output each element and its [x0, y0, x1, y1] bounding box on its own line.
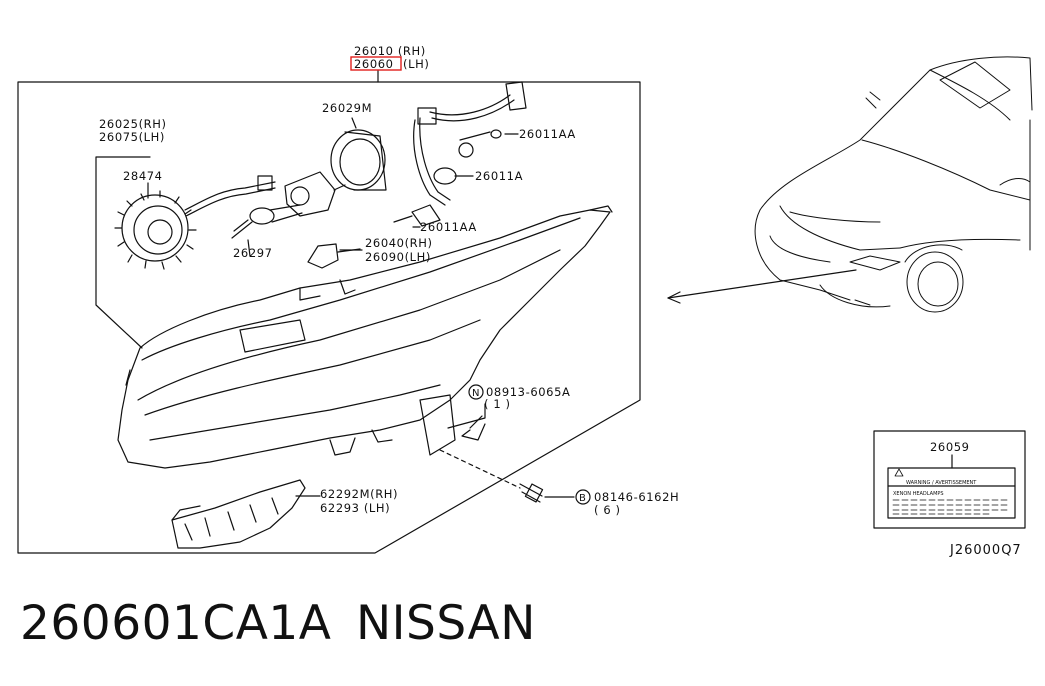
location-arrow	[667, 269, 857, 299]
wiring-harness	[393, 81, 527, 227]
bolt-marker-letter: B	[579, 493, 586, 504]
nut-marker	[468, 384, 484, 400]
callout-bolt-qty: ( 6 )	[594, 503, 621, 517]
callout-harness-lh[interactable]: 26075(LH)	[99, 130, 165, 144]
callout-bolt[interactable]: 08146-6162H	[594, 490, 679, 504]
callout-assembly-lh-suffix: (LH)	[403, 57, 429, 71]
headlamp-housing	[117, 205, 613, 469]
callout-actuator[interactable]: 28474	[123, 169, 163, 183]
parts-diagram: 26010 (RH) 26060 (LH) 26025(RH) 26075(LH…	[17, 44, 1033, 554]
callout-side-socket-rh[interactable]: 26040(RH)	[365, 236, 433, 250]
main-bulb-part	[231, 204, 303, 257]
callout-nut[interactable]: 08913-6065A	[486, 385, 570, 399]
callout-nut-qty: ( 1 )	[484, 397, 511, 411]
bracket-part	[171, 479, 306, 549]
harness-leader	[95, 156, 151, 349]
bulb-socket-part	[284, 171, 346, 217]
part-number: 260601CA1A	[20, 596, 332, 651]
bolt-marker	[575, 489, 591, 505]
bolt-part	[519, 483, 544, 503]
callout-bulb-main[interactable]: 26297	[233, 246, 273, 260]
warning-label-line1: WARNING / AVERTISSEMENT	[906, 480, 977, 486]
side-socket-part	[307, 243, 361, 269]
assembly-frame	[17, 81, 641, 554]
callout-harness-rh[interactable]: 26025(RH)	[99, 117, 167, 131]
callout-bulb-socket[interactable]: 26011A	[475, 169, 523, 183]
highlight-box	[350, 56, 402, 71]
callout-side-socket-lh[interactable]: 26090(LH)	[365, 250, 431, 264]
callout-socket-cap[interactable]: 26029M	[322, 101, 372, 115]
callout-bracket-lh[interactable]: 62293 (LH)	[320, 501, 390, 515]
callout-assembly-lh[interactable]: 26060	[354, 57, 394, 71]
brand-name: NISSAN	[356, 596, 536, 651]
actuator-part	[114, 182, 197, 270]
callout-label[interactable]: 26059	[930, 440, 970, 454]
vehicle-illustration	[754, 56, 1033, 313]
socket-cap-part	[330, 117, 387, 191]
label-frame	[873, 430, 1026, 529]
nut-marker-letter: N	[472, 388, 480, 399]
callout-bracket-rh[interactable]: 62292M(RH)	[320, 487, 398, 501]
callout-bulb-small-1[interactable]: 26011AA	[519, 127, 576, 141]
actuator-cable	[184, 181, 276, 211]
diagram-code: J26000Q7	[950, 543, 1022, 558]
callout-bulb-small-2[interactable]: 26011AA	[420, 220, 477, 234]
callout-assembly-rh: 26010 (RH)	[354, 44, 426, 58]
warning-label-line2: XENON HEADLAMPS	[893, 491, 944, 497]
warning-label	[887, 467, 1016, 519]
